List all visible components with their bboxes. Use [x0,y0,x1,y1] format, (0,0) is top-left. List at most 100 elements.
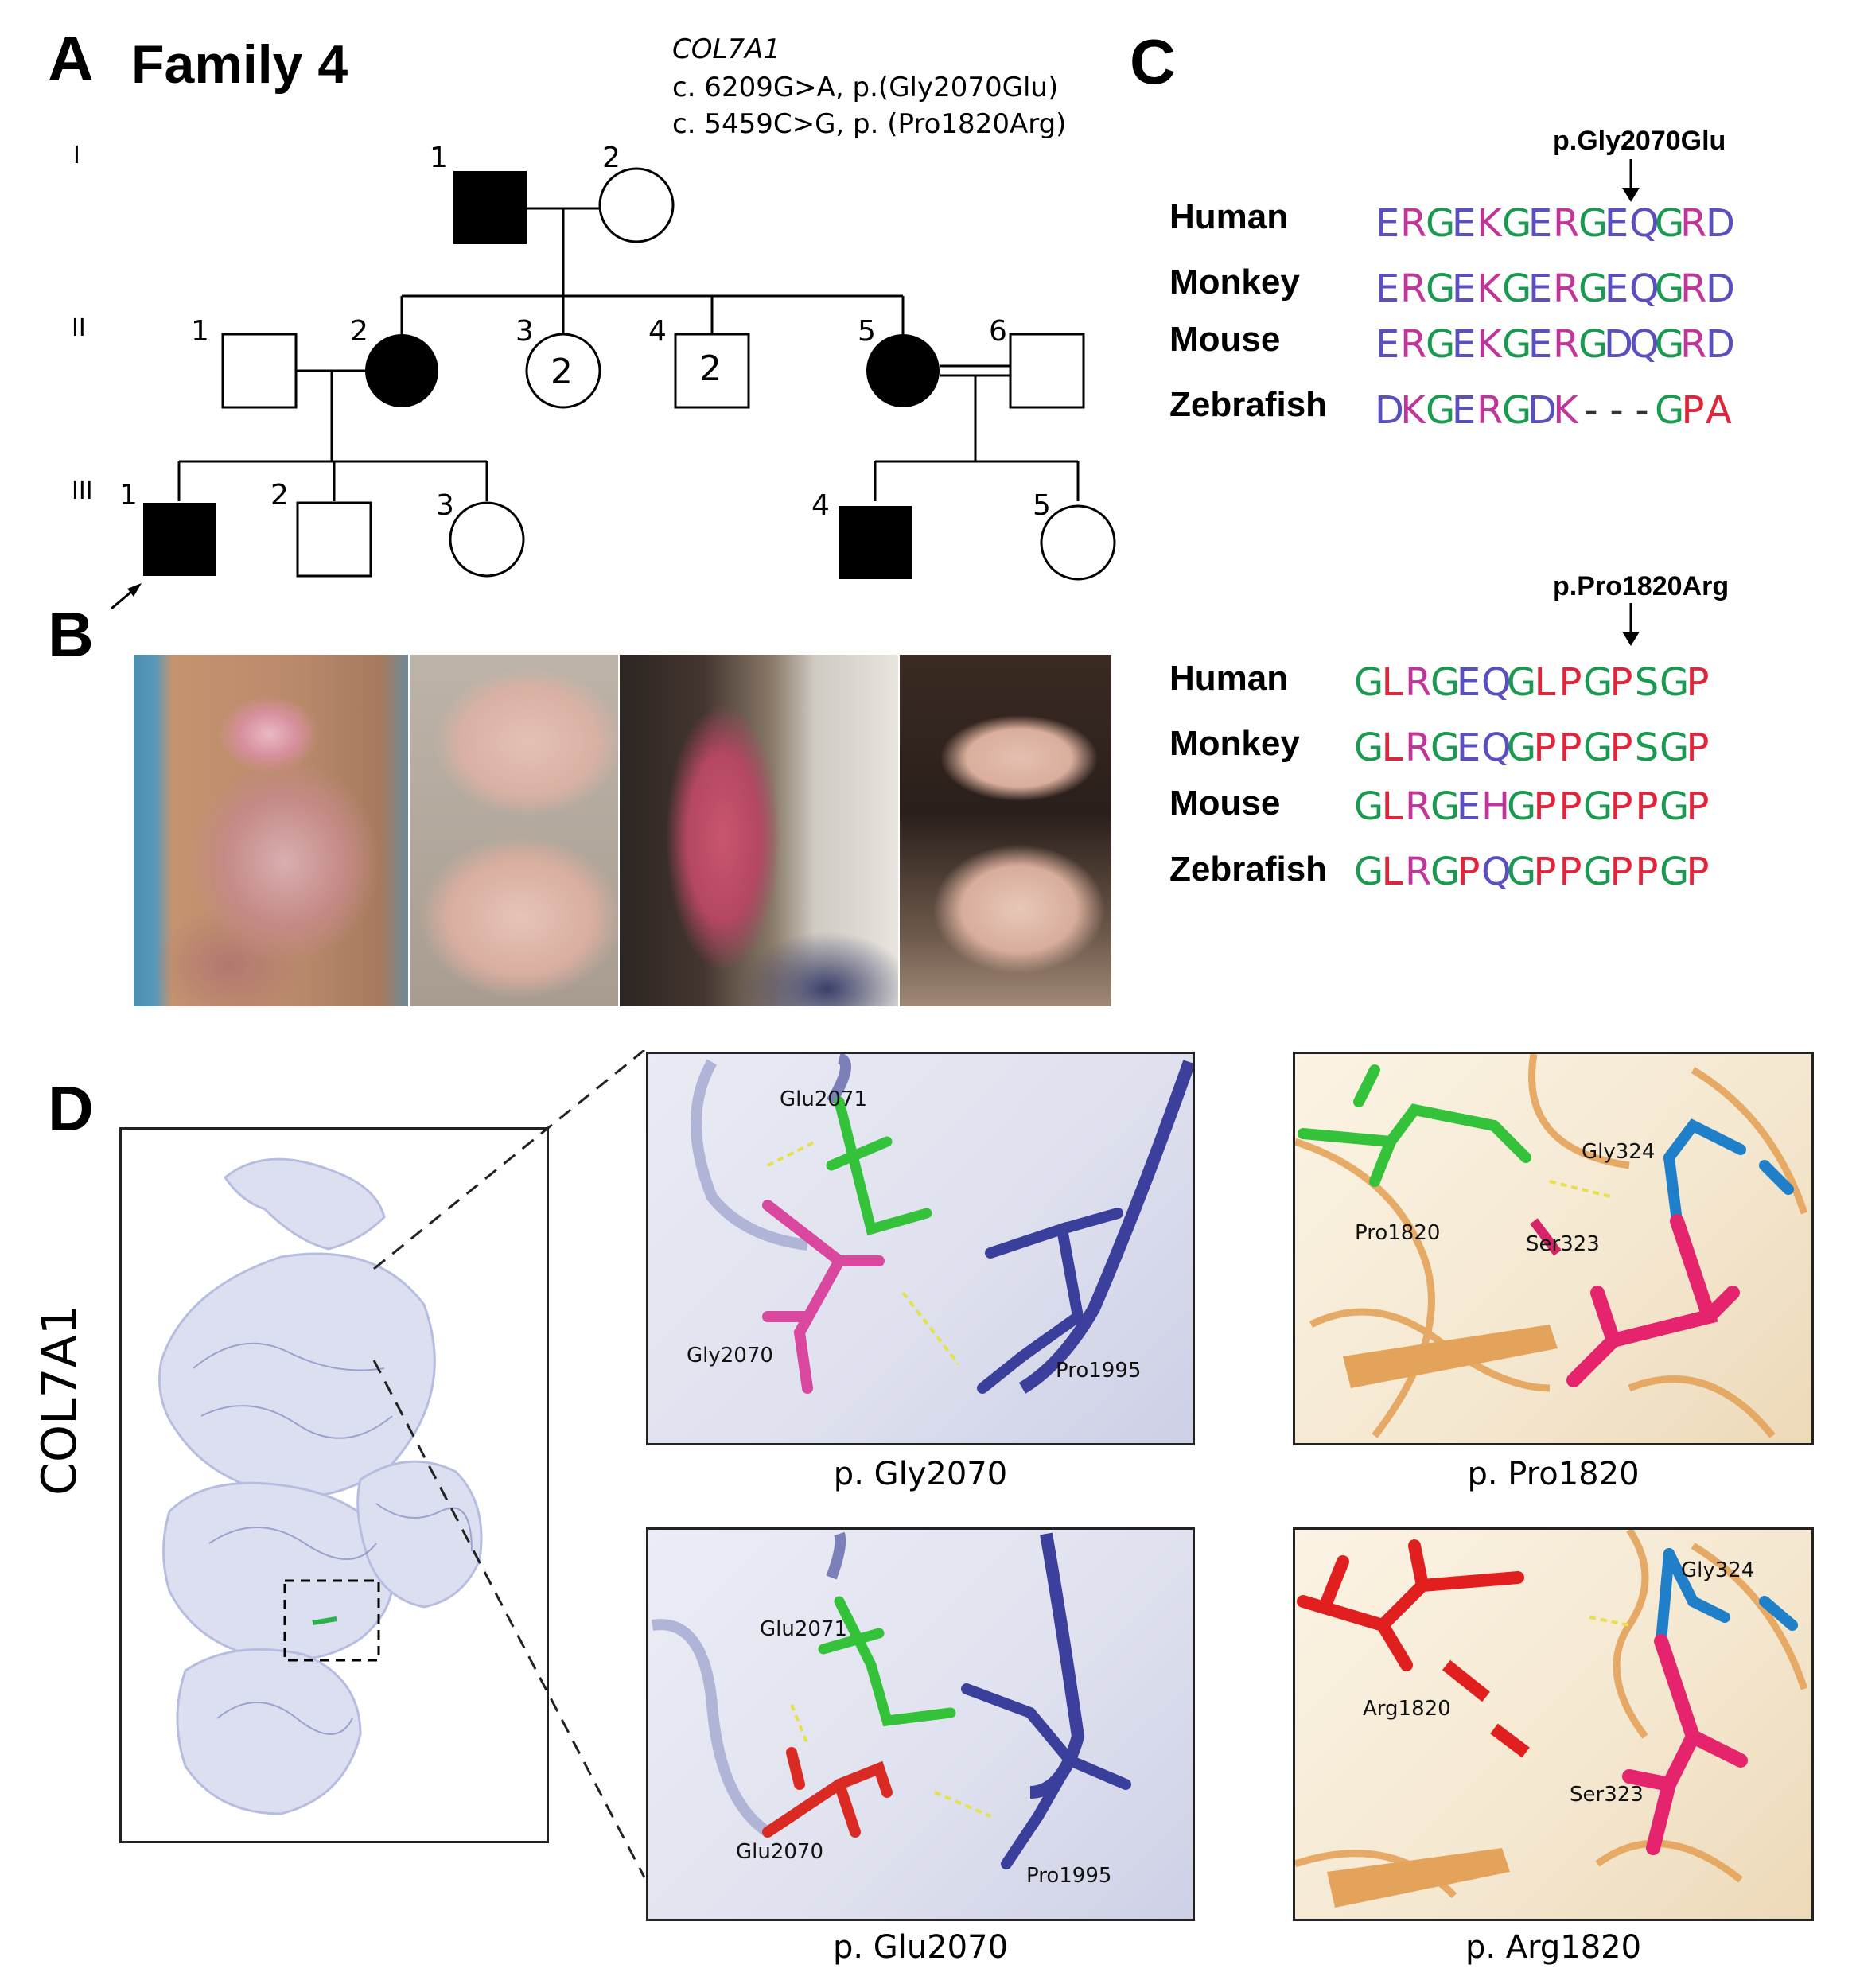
structure-arg1820: Arg1820 Ser323 Gly324 [1293,1527,1814,1921]
label-III5: 5 [1033,489,1051,522]
residue-letter: R [1400,322,1427,367]
residue-letter: Q [1629,266,1660,311]
residue-letter: P [1635,850,1659,894]
residue-letter: G [1655,388,1685,433]
species-monkey-top: Monkey [1169,263,1300,302]
residue-letter: P [1457,850,1481,894]
residue-letter: G [1583,726,1613,770]
residue-letter: G [1507,726,1537,770]
residue-letter: E [1375,266,1400,311]
individual-III1 [143,503,216,576]
residue-letter: H [1481,784,1511,829]
photo-leg-lesion [134,655,410,1006]
residue-letter: G [1660,850,1690,894]
individual-II6 [1009,333,1085,409]
panel-label-b: B [48,599,94,670]
residue-letter: P [1558,850,1582,894]
residue-label-glu2070: Glu2070 [736,1840,824,1864]
residue-letter: R [1680,201,1707,246]
arrow-down-icon [1622,603,1640,646]
residue-letter: P [1533,726,1557,770]
individual-III3 [449,501,525,578]
label-III3: 3 [436,489,454,522]
residue-letter: G [1578,201,1609,246]
residue-letter: D [1706,201,1735,246]
residue-label-gly324: Gly324 [1582,1140,1656,1164]
generation-II: II [72,314,86,342]
residue-letter: Q [1481,660,1512,705]
residue-letter: E [1456,660,1481,705]
variant-1: c. 6209G>A, p.(Gly2070Glu) [672,72,1059,103]
residue-letter: L [1381,660,1403,705]
residue-letter: G [1502,388,1532,433]
residue-letter: G [1426,322,1456,367]
residue-letter: Q [1481,726,1512,770]
residue-letter: G [1426,266,1456,311]
individual-I2 [598,167,675,243]
individual-III4 [839,506,912,579]
label-III1: 1 [119,479,138,512]
residue-letter: D [1527,388,1557,433]
residue-label-ser323-b: Ser323 [1570,1783,1644,1807]
label-I1: 1 [430,142,448,174]
residue-letter: E [1375,201,1400,246]
label-II3: 3 [516,315,534,348]
residue-label-gly2070: Gly2070 [687,1344,773,1367]
residue-letter: G [1430,660,1461,705]
residue-letter: P [1533,784,1557,829]
residue-letter: E [1451,201,1477,246]
alignment-zebrafish-top: DKGERGDK---GPA [1375,388,1732,433]
residue-letter: K [1477,322,1502,367]
residue-letter: D [1706,322,1735,367]
residue-letter: S [1634,726,1660,770]
zoom-connector [372,1050,646,1878]
residue-letter: G [1660,660,1690,705]
structure-pro1820: Pro1820 Ser323 Gly324 [1293,1052,1814,1445]
label-II5: 5 [858,315,876,348]
residue-letter: G [1354,660,1384,705]
sibship-count-female: 2 [551,352,573,392]
residue-letter: G [1583,660,1613,705]
label-II4: 4 [648,315,667,348]
residue-letter: D [1706,266,1735,311]
caption-gly2070: p. Gly2070 [833,1456,1008,1492]
species-human-bottom: Human [1169,659,1289,698]
residue-letter: P [1686,660,1710,705]
label-II1: 1 [191,315,209,348]
species-zebrafish-top: Zebrafish [1169,385,1328,424]
residue-letter: E [1604,201,1629,246]
caption-arg1820: p. Arg1820 [1465,1929,1642,1966]
residue-letter: E [1527,266,1553,311]
residue-letter: R [1680,322,1707,367]
residue-letter: G [1655,322,1685,367]
residue-letter: Q [1481,850,1512,894]
residue-letter: K [1400,388,1426,433]
residue-letter: E [1451,388,1477,433]
residue-letter: G [1426,201,1456,246]
residue-letter: P [1558,784,1582,829]
residue-label-pro1995: Pro1995 [1056,1359,1142,1383]
residue-label-glu2071: Glu2071 [780,1087,868,1111]
arrow-down-icon [1622,159,1640,202]
residue-letter: P [1609,784,1633,829]
residue-letter: R [1405,660,1432,705]
individual-I1 [453,171,527,244]
alignment-human-top: ERGEKGERGEQGRD [1375,201,1735,246]
individual-II2 [365,334,438,407]
alignment-zebrafish-bottom: GLRGPQGPPGPPGP [1354,850,1710,894]
residue-letter: G [1502,322,1532,367]
residue-letter: R [1680,266,1707,311]
generation-I: I [73,142,80,169]
residue-letter: G [1502,266,1532,311]
residue-letter: G [1354,726,1384,770]
residue-letter: G [1430,726,1461,770]
residue-letter: R [1553,266,1580,311]
residue-letter: E [1604,266,1629,311]
residue-letter: E [1375,322,1400,367]
residue-letter: Q [1629,322,1660,367]
residue-letter: R [1400,266,1427,311]
individual-II5 [866,334,940,407]
residue-letter: - [1584,388,1598,433]
generation-III: III [72,477,93,505]
photo-feet [410,655,620,1006]
